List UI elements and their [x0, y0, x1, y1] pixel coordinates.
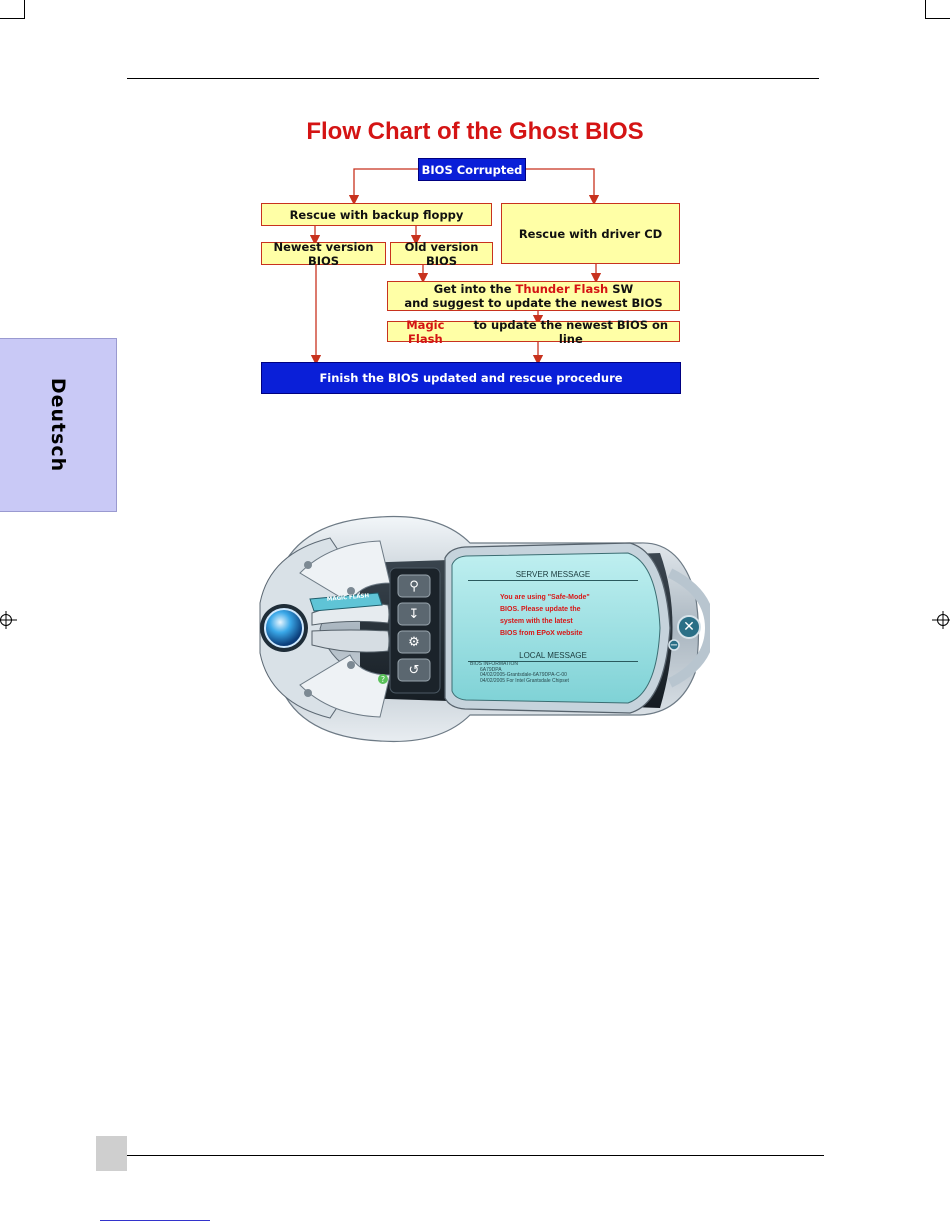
- app-shell: [259, 515, 710, 743]
- crop-mark-top-right-v: [925, 0, 926, 18]
- server-message-header: SERVER MESSAGE: [468, 570, 638, 581]
- local-message-body: BIOS INFORMATION 6A79DPA 04/02/2005-Gran…: [470, 661, 645, 684]
- header-rule: [127, 78, 819, 79]
- arrow-to-floppy: [348, 168, 418, 206]
- box-thunder-flash: Get into the Thunder Flash SW and sugges…: [387, 281, 680, 311]
- server-message-body: You are using "Safe-Mode" BIOS. Please u…: [500, 592, 640, 640]
- flowchart-title: Flow Chart of the Ghost BIOS: [306, 118, 644, 145]
- local-line: 6A79DPA: [480, 666, 502, 673]
- search-icon[interactable]: ⚲: [409, 578, 419, 594]
- server-line: BIOS from EPoX website: [500, 630, 583, 637]
- local-line: 04/02/2005 For Intel Grantsdale Chipset: [480, 677, 569, 684]
- local-line: 04/02/2005-Grantsdale-6A79DPA-C-00: [480, 672, 567, 678]
- language-tab: Deutsch: [0, 338, 117, 512]
- registration-mark-left: [0, 611, 17, 629]
- flowchart-arrows: [309, 168, 602, 366]
- language-tab-label: Deutsch: [47, 377, 69, 473]
- magic-flash-app: ⚲ ↧ ⚙ ↺ ? ✕ − MAGIC FLASH SERVER MESSAGE…: [240, 513, 710, 745]
- local-line: BIOS INFORMATION: [470, 661, 518, 667]
- undo-icon[interactable]: ↺: [408, 662, 420, 678]
- box-finish: Finish the BIOS updated and rescue proce…: [261, 362, 681, 394]
- minimize-icon[interactable]: −: [669, 639, 679, 651]
- footer-rule: [127, 1155, 824, 1156]
- crop-mark-top-left-v: [24, 0, 25, 18]
- box-rescue-floppy: Rescue with backup floppy: [261, 203, 492, 226]
- local-message-header: LOCAL MESSAGE: [468, 651, 638, 662]
- page-number-box: [96, 1136, 127, 1171]
- download-icon[interactable]: ↧: [408, 606, 420, 622]
- arrow-to-cd: [526, 168, 600, 206]
- help-icon[interactable]: ?: [380, 674, 386, 684]
- bottom-underline: [100, 1220, 210, 1221]
- thunder-line-2: and suggest to update the newest BIOS: [404, 296, 663, 310]
- box-rescue-cd: Rescue with driver CD: [501, 203, 680, 264]
- crop-mark-top-left: [0, 18, 25, 19]
- server-line: BIOS. Please update the: [500, 606, 581, 613]
- box-old-bios: Old version BIOS: [390, 240, 493, 268]
- server-line: You are using "Safe-Mode": [500, 594, 590, 601]
- thunder-line-1: Get into the Thunder Flash SW: [433, 282, 634, 296]
- box-bios-corrupted: BIOS Corrupted: [418, 158, 526, 181]
- settings-icon[interactable]: ⚙: [408, 634, 420, 650]
- close-icon[interactable]: ✕: [683, 619, 695, 635]
- box-magic-flash: Magic Flash to update the newest BIOS on…: [387, 318, 680, 346]
- registration-mark-right: [932, 611, 950, 629]
- server-line: system with the latest: [500, 618, 573, 625]
- crop-mark-top-right: [925, 18, 950, 19]
- box-newest-bios: Newest version BIOS: [261, 240, 386, 268]
